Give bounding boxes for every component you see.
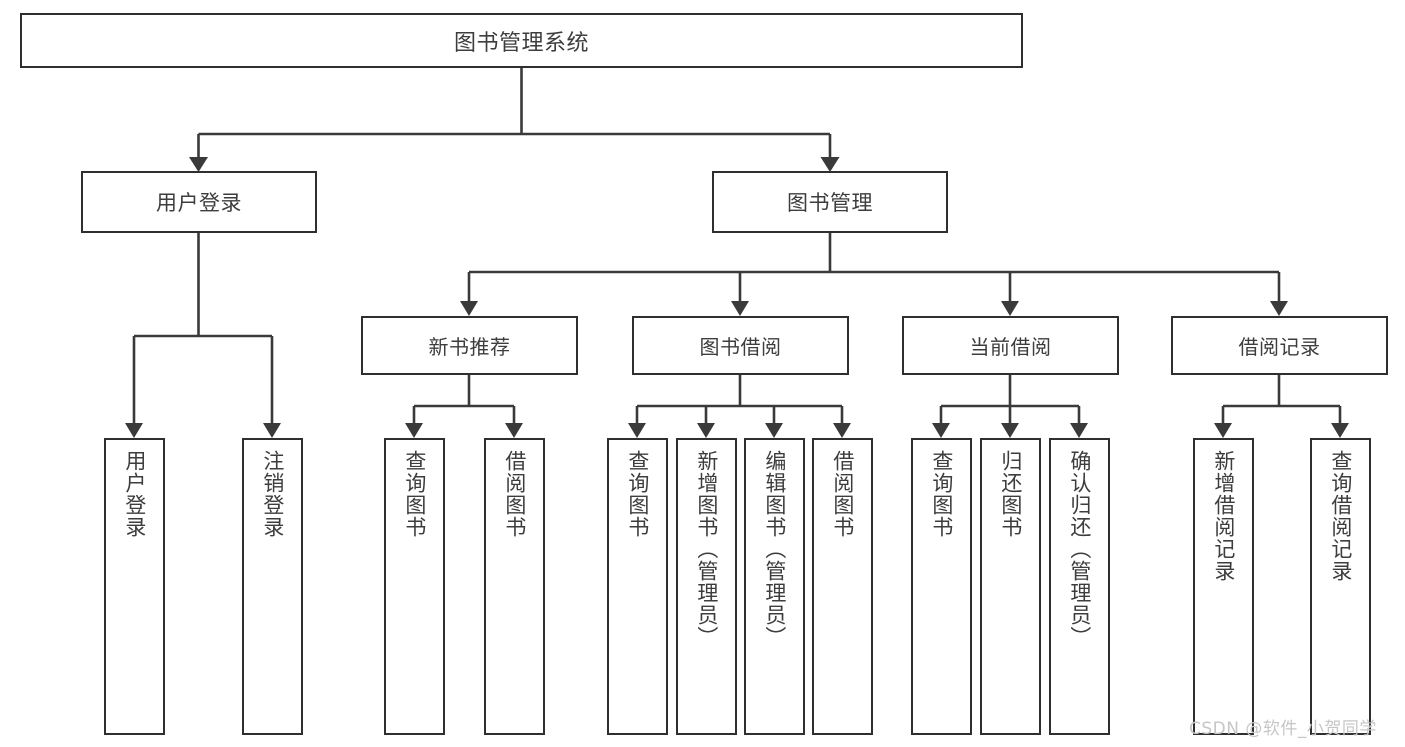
node-label: 新书推荐	[428, 335, 511, 359]
node-new-book-recommendation[interactable]: 新书推荐	[361, 316, 578, 375]
leaf-user-login[interactable]: 用户登录	[104, 438, 165, 735]
node-label: 借阅图书	[830, 450, 855, 538]
leaf-add-book-admin[interactable]: 新增图书（管理员）	[676, 438, 737, 735]
node-label: 查询借阅记录	[1328, 450, 1353, 582]
node-label: 新增借阅记录	[1211, 450, 1236, 582]
node-label: 归还图书	[998, 450, 1023, 538]
node-book-management[interactable]: 图书管理	[712, 171, 948, 233]
node-label: 图书借阅	[699, 335, 782, 359]
node-user-login[interactable]: 用户登录	[81, 171, 317, 233]
arrowhead-leaf-query-book-b	[628, 423, 646, 438]
node-book-borrowing[interactable]: 图书借阅	[632, 316, 849, 375]
node-label: 新增图书（管理员）	[694, 450, 719, 648]
node-label: 编辑图书（管理员）	[762, 450, 787, 648]
node-label: 注销登录	[260, 450, 285, 538]
arrowhead-book-borrow	[731, 301, 749, 316]
node-label: 用户登录	[156, 191, 242, 215]
node-label: 查询图书	[625, 450, 650, 538]
arrowhead-leaf-edit-book	[765, 423, 783, 438]
arrowhead-leaf-logout	[263, 423, 281, 438]
leaf-query-book-borrow[interactable]: 查询图书	[607, 438, 668, 735]
leaf-return-book[interactable]: 归还图书	[980, 438, 1041, 735]
node-label: 图书管理	[787, 191, 873, 215]
node-label: 当前借阅	[969, 335, 1052, 359]
node-label: 查询图书	[402, 450, 427, 538]
arrowhead-leaf-return-book	[1001, 423, 1019, 438]
arrowhead-leaf-add-record	[1214, 423, 1232, 438]
csdn-watermark: CSDN @软件_小贺同学	[1189, 719, 1377, 739]
node-borrowing-records[interactable]: 借阅记录	[1171, 316, 1388, 375]
arrowhead-leaf-query-book-a	[405, 423, 423, 438]
node-current-borrowing[interactable]: 当前借阅	[902, 316, 1119, 375]
arrowhead-leaf-user-login	[125, 423, 143, 438]
arrowhead-book-manage	[820, 157, 840, 172]
node-label: 借阅记录	[1238, 335, 1321, 359]
arrowhead-leaf-confirm-return	[1070, 423, 1088, 438]
leaf-logout[interactable]: 注销登录	[242, 438, 303, 735]
node-label: 确认归还（管理员）	[1067, 450, 1092, 648]
arrowhead-leaf-query-book-c	[932, 423, 950, 438]
arrowhead-current-borrow	[1001, 301, 1019, 316]
node-book-management-system[interactable]: 图书管理系统	[20, 13, 1023, 68]
arrowhead-user-login	[189, 157, 208, 172]
leaf-edit-book-admin[interactable]: 编辑图书（管理员）	[744, 438, 805, 735]
leaf-confirm-return-admin[interactable]: 确认归还（管理员）	[1049, 438, 1110, 735]
arrowhead-leaf-borrow-book-a	[505, 423, 523, 438]
arrowhead-borrow-record	[1270, 301, 1288, 316]
leaf-borrow-book-recommend[interactable]: 借阅图书	[484, 438, 545, 735]
leaf-query-book-current[interactable]: 查询图书	[911, 438, 972, 735]
node-label: 查询图书	[929, 450, 954, 538]
leaf-query-borrow-record[interactable]: 查询借阅记录	[1310, 438, 1371, 735]
arrowhead-leaf-add-book	[697, 423, 715, 438]
leaf-borrow-book[interactable]: 借阅图书	[812, 438, 873, 735]
node-label: 图书管理系统	[453, 30, 589, 56]
arrowhead-leaf-query-record	[1331, 423, 1349, 438]
arrowhead-leaf-borrow-book-b	[833, 423, 851, 438]
leaf-add-borrow-record[interactable]: 新增借阅记录	[1193, 438, 1254, 735]
leaf-query-book-recommend[interactable]: 查询图书	[384, 438, 445, 735]
arrowhead-new-book-recommend	[460, 301, 478, 316]
node-label: 借阅图书	[502, 450, 527, 538]
node-label: 用户登录	[122, 450, 147, 538]
